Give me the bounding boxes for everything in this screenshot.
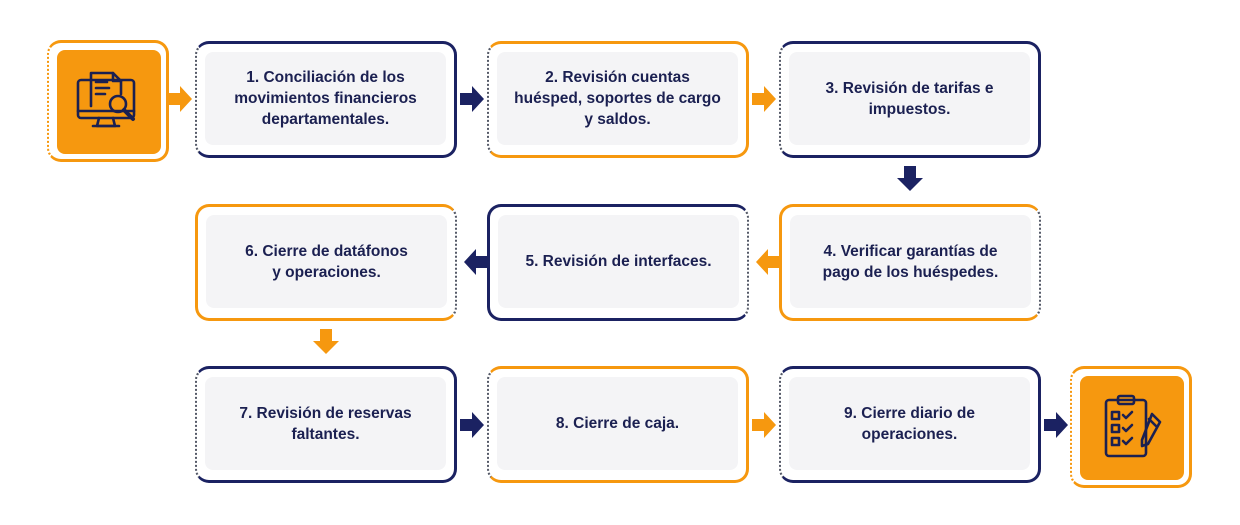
step-7-card: 7. Revisión de reservas faltantes. bbox=[195, 366, 457, 483]
arrow-right-icon bbox=[460, 86, 486, 112]
arrow-right-icon bbox=[1044, 412, 1070, 438]
step-7-label: 7. Revisión de reservas faltantes. bbox=[239, 404, 412, 443]
step-2-label: 2. Revisión cuentas huésped, soportes de… bbox=[514, 69, 721, 128]
arrow-right-icon bbox=[752, 412, 778, 438]
step-3-card: 3. Revisión de tarifas e impuestos. bbox=[779, 41, 1041, 158]
start-icon-box bbox=[47, 40, 169, 162]
computer-document-search-icon bbox=[76, 71, 136, 128]
arrow-down-icon bbox=[313, 329, 339, 355]
step-4-card: 4. Verificar garantías de pago de los hu… bbox=[779, 204, 1041, 321]
step-9-card: 9. Cierre diario de operaciones. bbox=[779, 366, 1041, 483]
end-icon-box bbox=[1070, 366, 1192, 488]
arrow-left-icon bbox=[462, 249, 488, 275]
step-6-label: 6. Cierre de datáfonos y operaciones. bbox=[245, 242, 408, 281]
step-4-label: 4. Verificar garantías de pago de los hu… bbox=[822, 242, 999, 281]
step-2-card: 2. Revisión cuentas huésped, soportes de… bbox=[487, 41, 749, 158]
arrow-right-icon bbox=[752, 86, 778, 112]
arrow-right-icon bbox=[168, 86, 194, 112]
step-1-card: 1. Conciliación de los movimientos finan… bbox=[195, 41, 457, 158]
step-3-label: 3. Revisión de tarifas e impuestos. bbox=[825, 79, 994, 118]
arrow-left-icon bbox=[754, 249, 780, 275]
step-6-card: 6. Cierre de datáfonos y operaciones. bbox=[195, 204, 457, 321]
arrow-down-icon bbox=[897, 166, 923, 192]
step-9-label: 9. Cierre diario de operaciones. bbox=[844, 404, 975, 443]
step-8-card: 8. Cierre de caja. bbox=[487, 366, 749, 483]
step-8-label: 8. Cierre de caja. bbox=[555, 415, 680, 432]
clipboard-checklist-icon bbox=[1104, 394, 1162, 458]
arrow-right-icon bbox=[460, 412, 486, 438]
step-5-card: 5. Revisión de interfaces. bbox=[487, 204, 749, 321]
step-5-label: 5. Revisión de interfaces. bbox=[525, 253, 712, 270]
step-1-label: 1. Conciliación de los movimientos finan… bbox=[234, 69, 417, 128]
